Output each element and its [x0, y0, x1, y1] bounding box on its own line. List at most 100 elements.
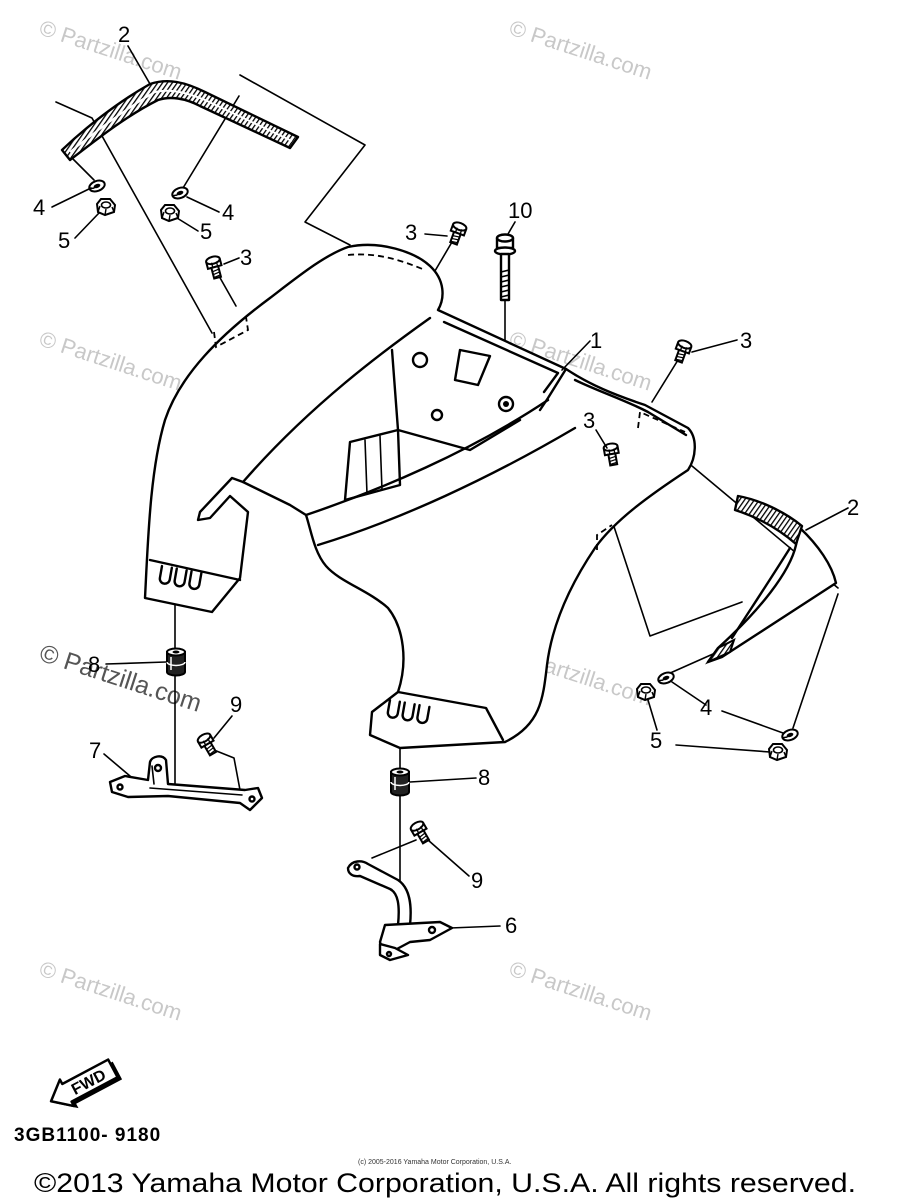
bracket-7-body: [108, 755, 264, 812]
callout-5: 5: [58, 228, 70, 253]
bracket-7-hole: [153, 763, 163, 773]
front-lip-crease: [304, 398, 550, 517]
assembly-line: [371, 839, 417, 859]
leader-line: [805, 507, 849, 531]
bracket-6-hole: [353, 863, 361, 871]
callout-4: 4: [700, 695, 712, 720]
watermark: © Partzilla.com: [36, 956, 185, 1026]
flare-mount-dashed: [637, 410, 686, 433]
leader-line: [449, 925, 501, 929]
mount-hole-center: [503, 401, 509, 407]
flare-crease: [730, 546, 792, 640]
cavity-box-slots: [364, 435, 383, 495]
spring-washer-part-4: [779, 726, 801, 744]
nut-part-5: [768, 743, 788, 761]
fender-flare-part-2-left: [60, 80, 300, 162]
forward-arrow-outline: [49, 1058, 119, 1108]
assembly-line: [69, 155, 95, 181]
callout-2: 2: [118, 22, 130, 47]
leader-line: [424, 233, 448, 237]
grommet-part-8: [166, 647, 186, 677]
callout-9: 9: [230, 692, 242, 717]
bracket-7-edge: [149, 765, 243, 796]
bracket-7-hole: [248, 795, 256, 803]
forward-arrow: FWD: [49, 1058, 123, 1109]
leader-line: [595, 429, 608, 449]
mount-hole: [430, 408, 444, 422]
spring-washer-part-4: [86, 177, 108, 195]
bracket-part-7: [108, 755, 264, 812]
watermark: © Partzilla.com: [506, 956, 655, 1026]
nut-part-5: [96, 198, 116, 216]
callout-8: 8: [478, 765, 490, 790]
callout-2: 2: [847, 495, 859, 520]
callout-9: 9: [471, 868, 483, 893]
flare-mount-dashed: [213, 316, 249, 349]
footrest-rib: [416, 704, 431, 725]
watermark: © Partzilla.com: [36, 326, 185, 396]
assembly-line: [218, 275, 237, 307]
leader-line: [74, 212, 100, 239]
bolt-10-threads: [500, 269, 510, 298]
footrest-rib: [386, 698, 402, 719]
callout-3: 3: [240, 245, 252, 270]
bolt-part-3: [446, 219, 469, 247]
bolt-part-3: [671, 337, 694, 365]
fender-flare-part-2-right: [705, 494, 838, 665]
footrest-rib: [401, 701, 416, 722]
assembly-line: [213, 749, 241, 791]
left-footrest-ribs: [158, 564, 203, 591]
bolt-10-head-top: [495, 233, 515, 243]
bracket-part-6: [346, 860, 454, 962]
grommet-part-8: [390, 767, 410, 797]
bracket-6-hole: [427, 925, 437, 935]
leader-line: [691, 339, 738, 353]
leader-line: [409, 777, 477, 783]
leader-line: [647, 699, 771, 753]
leader-line: [427, 839, 470, 877]
left-fender-inner-curve: [241, 316, 432, 484]
flare-tip: [705, 638, 736, 665]
leader-line: [176, 217, 199, 232]
seat-recess-rim: [442, 320, 568, 412]
leader-line: [186, 196, 220, 213]
mount-hole: [497, 395, 515, 413]
assembly-line: [792, 593, 839, 729]
leader-line: [105, 661, 167, 665]
footrest-rib: [158, 564, 174, 585]
bolt-part-10: [493, 233, 517, 302]
center-footrest-edge: [396, 690, 505, 742]
assembly-line: [55, 101, 213, 334]
lower-front-crease: [316, 426, 577, 547]
callout-3: 3: [405, 220, 417, 245]
cavity-tab: [453, 348, 492, 387]
callout-3: 3: [740, 328, 752, 353]
assembly-line: [651, 359, 679, 403]
watermark: © Partzilla.com: [506, 15, 655, 85]
callouts: 2 4 5 4 5 3 3 10 1 3 3 2 8 9 7 8 9 6 4 5: [33, 22, 859, 938]
spring-washer-part-4: [169, 184, 191, 202]
leader-line: [561, 340, 591, 371]
bracket-6-arm: [346, 860, 412, 927]
callout-8: 8: [88, 652, 100, 677]
cavity-wall: [390, 348, 522, 452]
flare-strip: [733, 494, 804, 546]
callout-4: 4: [222, 200, 234, 225]
callout-5: 5: [650, 728, 662, 753]
mount-hole: [411, 351, 429, 369]
fasteners: [86, 177, 801, 847]
watermark: © Partzilla.com: [36, 15, 185, 85]
leader-line: [671, 681, 784, 734]
bracket-7-hole: [116, 783, 124, 791]
left-footrest-edge: [148, 558, 242, 582]
callout-10: 10: [508, 198, 532, 223]
callout-4: 4: [33, 195, 45, 220]
assembly-line: [239, 74, 366, 246]
leader-line: [51, 187, 92, 208]
leader-lines: [51, 45, 849, 929]
nut-part-5: [636, 683, 656, 701]
assembly-line: [597, 477, 743, 637]
nut-part-5: [160, 204, 180, 222]
front-fender-part-1: [143, 243, 696, 750]
